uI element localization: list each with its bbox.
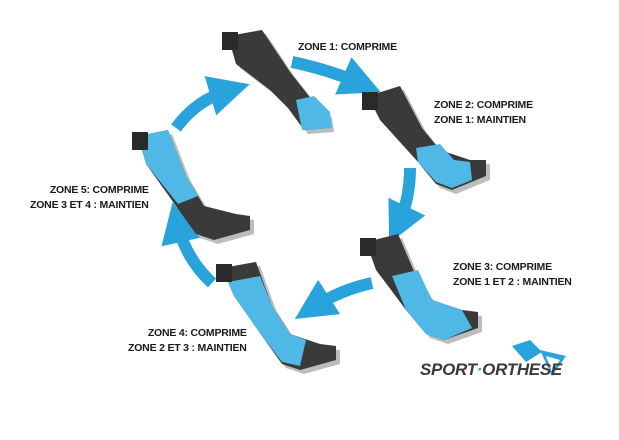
boot-step-1: [222, 30, 334, 134]
arrow-1-to-2: [290, 56, 381, 95]
brand-name-left: SPORT: [420, 360, 477, 379]
boot-step-2: [362, 86, 490, 194]
zone-1-label: ZONE 1: COMPRIME: [298, 40, 397, 55]
brand-dot: ·: [476, 360, 483, 379]
zone-4-label: ZONE 4: COMPRIME ZONE 2 ET 3 : MAINTIEN: [128, 326, 247, 356]
zone-2-line-2: ZONE 1: MAINTIEN: [434, 114, 526, 126]
boot-step-3: [360, 234, 482, 344]
zone-3-label: ZONE 3: COMPRIME ZONE 1 ET 2 : MAINTIEN: [453, 260, 572, 290]
arrow-5-to-1: [171, 76, 250, 132]
zone-2-label: ZONE 2: COMPRIME ZONE 1: MAINTIEN: [434, 98, 533, 128]
arrow-3-to-4: [294, 277, 374, 320]
zone-3-line-2: ZONE 1 ET 2 : MAINTIEN: [453, 276, 572, 288]
zone-4-line-2: ZONE 2 ET 3 : MAINTIEN: [128, 342, 247, 354]
zone-5-line-2: ZONE 3 ET 4 : MAINTIEN: [30, 199, 149, 211]
arrow-2-to-3: [388, 167, 426, 244]
zone-5-line-1: ZONE 5: COMPRIME: [49, 184, 149, 196]
zone-3-line-1: ZONE 3: COMPRIME: [453, 261, 552, 273]
zone-4-line-1: ZONE 4: COMPRIME: [147, 327, 247, 339]
brand-name-right: ORTHESE: [482, 360, 562, 379]
zone-2-line-1: ZONE 2: COMPRIME: [434, 99, 533, 111]
boot-step-5: [132, 130, 254, 244]
brand-logo-mark: [512, 340, 566, 376]
arrow-4-to-5: [161, 202, 217, 288]
brand-wordmark: SPORT·ORTHESE: [420, 360, 562, 380]
zone-5-label: ZONE 5: COMPRIME ZONE 3 ET 4 : MAINTIEN: [30, 183, 149, 213]
zone-1-line-1: ZONE 1: COMPRIME: [298, 41, 397, 53]
boot-step-4: [216, 262, 340, 374]
